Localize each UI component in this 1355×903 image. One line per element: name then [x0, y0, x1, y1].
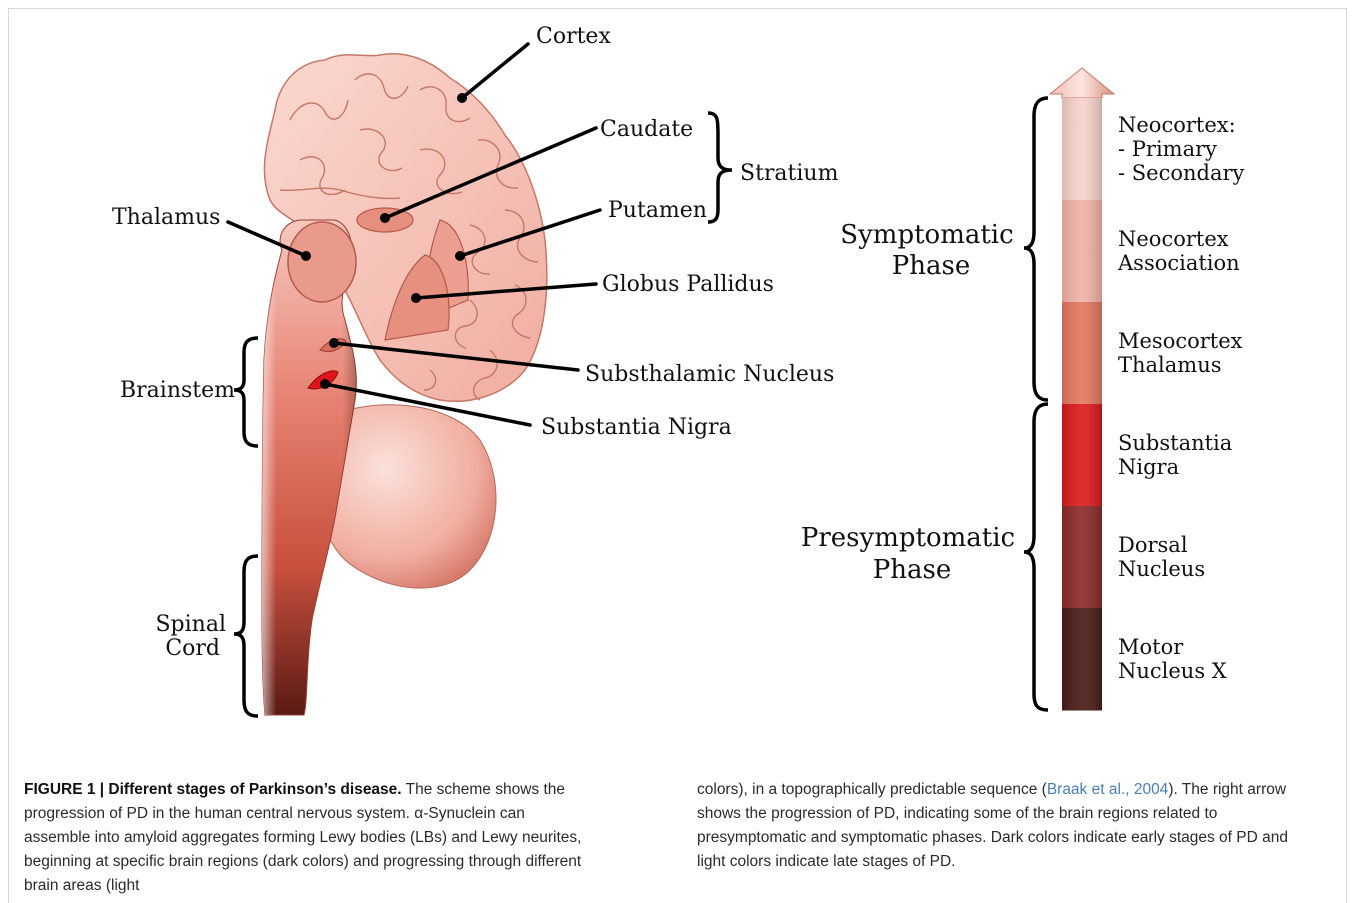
caption-body-right-start: colors), in a topographically predictabl… [697, 781, 1047, 798]
spinal-cord-brace [234, 556, 258, 716]
stage-label-2-line-1: Neocortex [1118, 227, 1229, 251]
citation-link[interactable]: Braak et al., 2004 [1047, 781, 1169, 798]
stage-label-2-line-2: Association [1117, 251, 1240, 275]
progression-arrow [1050, 68, 1114, 711]
stage-label-4-line-2: Nigra [1118, 455, 1179, 479]
label-presymptomatic-phase: Phase [873, 555, 951, 585]
presymptomatic-brace [1024, 404, 1048, 710]
caption-left: FIGURE 1 | Different stages of Parkinson… [24, 778, 584, 898]
stage-label-5-line-1: Dorsal [1118, 533, 1188, 557]
figure-illustration: Cortex Caudate Stratium Putamen Thalamus… [0, 0, 1355, 770]
arrow-head [1050, 68, 1114, 98]
label-presymptomatic: Presymptomatic [801, 523, 1015, 553]
stage-bar-2 [1062, 200, 1102, 303]
stage-label-3-line-1: Mesocortex [1118, 329, 1243, 353]
label-stratium: Stratium [740, 161, 839, 186]
brainstem-brace [234, 338, 258, 446]
stage-label-1-line-1: Neocortex: [1118, 113, 1236, 137]
stage-label-6-line-2: Nucleus X [1118, 659, 1227, 683]
stratium-brace [708, 113, 732, 222]
stage-bar-6 [1062, 608, 1102, 711]
brain-illustration [262, 54, 547, 715]
stage-label-1-line-3: - Secondary [1118, 161, 1245, 185]
label-putamen: Putamen [608, 198, 707, 223]
stage-label-5-line-2: Nucleus [1118, 557, 1205, 581]
label-spinal: Spinal [155, 612, 226, 637]
phase-braces [1024, 98, 1048, 710]
stage-label-3-line-2: Thalamus [1118, 353, 1222, 377]
stage-bar-4 [1062, 404, 1102, 507]
label-cortex: Cortex [536, 24, 611, 49]
symptomatic-brace [1024, 98, 1048, 400]
label-brainstem: Brainstem [120, 378, 235, 403]
stage-bar-3 [1062, 302, 1102, 405]
label-substantia-nigra: Substantia Nigra [541, 415, 732, 440]
label-thalamus: Thalamus [112, 205, 220, 230]
label-globus-pallidus: Globus Pallidus [602, 272, 774, 297]
stage-bar-1 [1062, 98, 1102, 201]
stage-label-4-line-1: Substantia [1118, 431, 1232, 455]
stage-bar-5 [1062, 506, 1102, 609]
stage-label-6-line-1: Motor [1118, 635, 1184, 659]
label-subthalamic-nucleus: Substhalamic Nucleus [585, 362, 834, 387]
label-cord: Cord [165, 636, 220, 661]
thalamus-shape [288, 222, 356, 302]
caption-title: FIGURE 1 | Different stages of Parkinson… [24, 781, 402, 798]
stage-bars [1062, 98, 1102, 711]
caption-right: colors), in a topographically predictabl… [697, 778, 1297, 874]
label-symptomatic-phase: Phase [892, 251, 970, 281]
label-symptomatic: Symptomatic [840, 220, 1013, 250]
stage-label-1-line-2: - Primary [1118, 137, 1217, 161]
stage-labels: Neocortex:- Primary- SecondaryNeocortexA… [1117, 113, 1245, 683]
label-caudate: Caudate [600, 117, 693, 142]
